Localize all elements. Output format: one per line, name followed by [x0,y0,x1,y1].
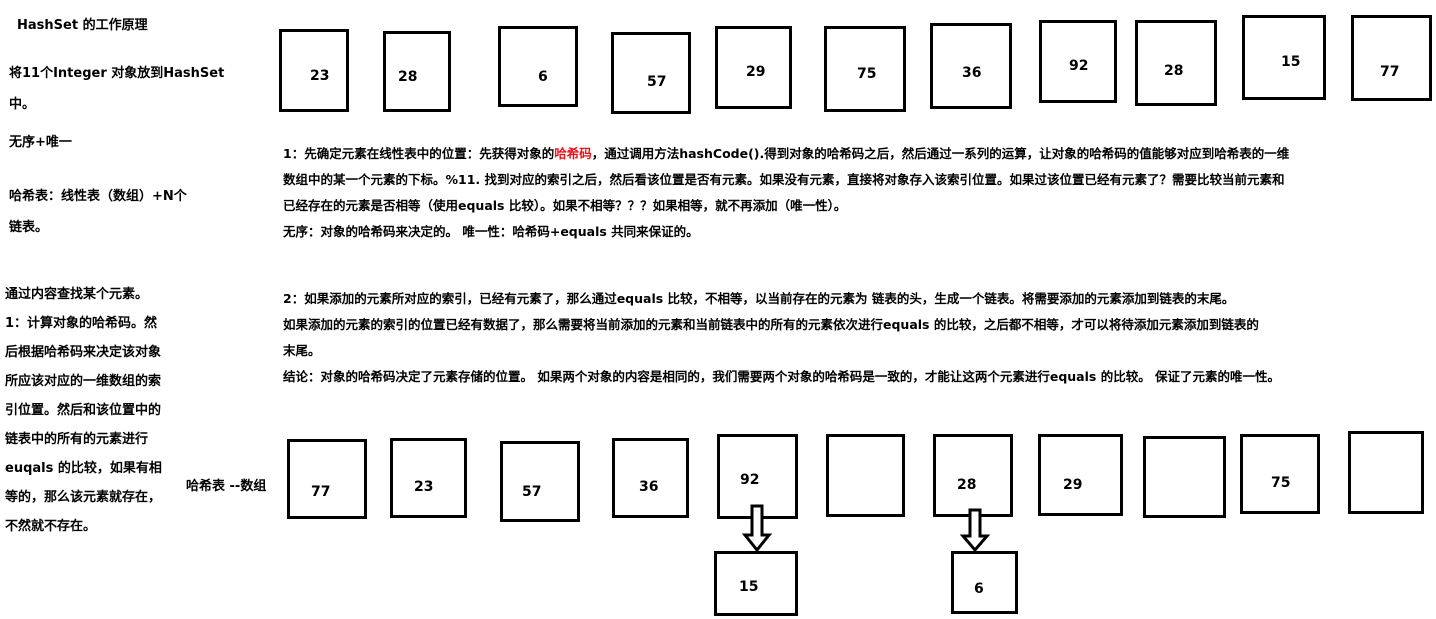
down-arrow-icon [741,504,773,553]
bucket-value: 29 [1063,477,1083,493]
intro-text: 将11个Integer 对象放到HashSet 中。 [9,66,224,113]
input-box: 6 [498,26,578,107]
input-box: 28 [383,31,451,112]
bucket-box: 77 [287,439,367,519]
bucket-value: 28 [957,477,977,493]
intro-line: 中。 [9,97,36,112]
page-title: HashSet 的工作原理 [17,18,148,33]
bucket-box [1348,431,1424,514]
input-value: 77 [1380,64,1400,80]
lookup-line: 等的，那么该元素就存在， [5,490,162,505]
lookup-text: 通过内容查找某个元素。 1：计算对象的哈希码。然 后根据哈希码来决定该对象 所应… [5,287,162,548]
bucket-box [1143,436,1226,518]
bucket-box: 28 [933,434,1013,517]
input-value: 36 [962,65,982,81]
step1-line: 无序：对象的哈希码来决定的。 唯一性：哈希码+equals 共同来保证的。 [283,224,699,239]
bucket-box [826,434,905,517]
input-box: 77 [1351,15,1432,101]
bucket-value: 75 [1271,475,1291,491]
lookup-line: 后根据哈希码来决定该对象 [5,345,162,360]
step2-line: 如果添加的元素的索引的位置已经有数据了，那么需要将当前添加的元素和当前链表中的所… [283,317,1259,332]
chain-value: 15 [739,579,759,595]
lookup-line: 链表中的所有的元素进行 [5,432,149,447]
lookup-line: 引位置。然后和该位置中的 [5,403,162,418]
input-value: 6 [538,69,548,85]
input-value: 29 [746,64,766,80]
down-arrow-icon [959,508,991,553]
input-value: 15 [1281,54,1301,70]
input-value: 75 [857,66,877,82]
input-value: 92 [1069,58,1089,74]
lookup-line: 通过内容查找某个元素。 [5,287,149,302]
lookup-line: 不然就不存在。 [5,519,97,534]
structure-line: 链表。 [9,220,49,235]
chain-node: 15 [714,551,798,616]
bucket-box: 36 [612,438,689,518]
step1-paragraph: 1：先确定元素在线性表中的位置：先获得对象的哈希码，通过调用方法hashCode… [283,141,1289,245]
step2-line: 2：如果添加的元素所对应的索引，已经有元素了，那么通过equals 比较，不相等… [283,291,1235,306]
bucket-value: 23 [414,479,434,495]
step2-paragraph: 2：如果添加的元素所对应的索引，已经有元素了，那么通过equals 比较，不相等… [283,286,1280,390]
property-text: 无序+唯一 [9,135,72,150]
step2-line: 结论：对象的哈希码决定了元素存储的位置。 如果两个对象的内容是相同的，我们需要两… [283,369,1281,384]
input-value: 23 [310,68,330,84]
input-box: 15 [1242,15,1326,100]
input-value: 28 [398,69,418,85]
chain-node: 6 [951,551,1018,614]
bucket-box: 29 [1038,434,1123,516]
lookup-line: euqals 的比较，如果有相 [5,461,162,476]
step1-line: 数组中的某一个元素的下标。%11. 找到对应的索引之后，然后看该位置是否有元素。… [283,172,1285,187]
step1-line: 已经存在的元素是否相等（使用equals 比较）。如果不相等？？？如果相等，就不… [283,198,847,213]
structure-text: 哈希表：线性表（数组）+N个 链表。 [9,189,187,236]
step1-line: 1：先确定元素在线性表中的位置：先获得对象的哈希码，通过调用方法hashCode… [283,141,1289,167]
input-box: 28 [1135,20,1217,106]
bucket-value: 77 [311,484,331,500]
input-box: 75 [824,26,906,112]
bucket-value: 92 [740,472,760,488]
lookup-line: 所应该对应的一维数组的索 [5,374,162,389]
lookup-line: 1：计算对象的哈希码。然 [5,316,158,331]
structure-line: 哈希表：线性表（数组）+N个 [9,189,187,204]
input-box: 36 [930,23,1012,109]
bucket-value: 36 [639,479,659,495]
bucket-value: 57 [522,484,542,500]
chain-value: 6 [974,581,984,597]
intro-line: 将11个Integer 对象放到HashSet [9,66,225,81]
step1-suffix: ，通过调用方法hashCode().得到对象的哈希码之后，然后通过一系列的运算，… [591,146,1290,161]
array-label: 哈希表 --数组 [186,479,267,494]
step1-prefix: 1：先确定元素在线性表中的位置：先获得对象的 [283,146,555,161]
input-value: 28 [1164,63,1184,79]
input-box: 23 [279,29,349,112]
input-box: 29 [715,26,792,109]
bucket-box: 75 [1240,434,1320,514]
input-box: 57 [611,32,691,114]
input-box: 92 [1039,20,1117,103]
bucket-box: 23 [390,438,467,518]
hashcode-highlight: 哈希码 [554,146,592,161]
bucket-box: 57 [500,441,580,522]
step2-line: 末尾。 [283,343,321,358]
input-value: 57 [647,74,667,90]
